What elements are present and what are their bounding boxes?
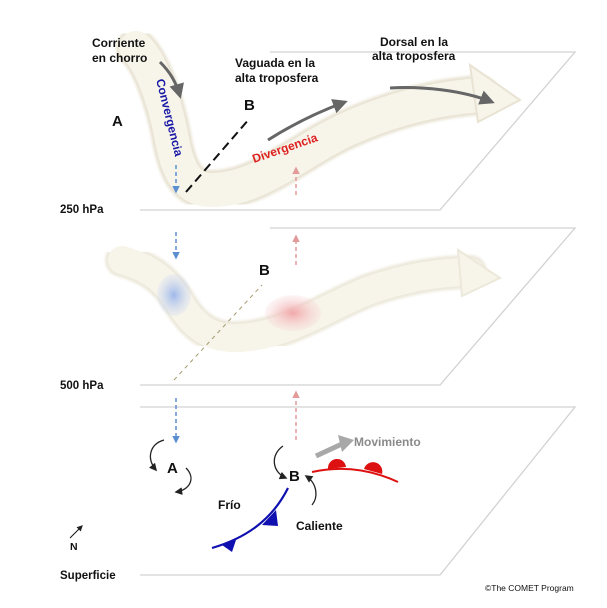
low-pressure-upper-label: B xyxy=(244,97,255,114)
cold-front-barb-2 xyxy=(262,510,278,526)
trough-label-line2: alta troposfera xyxy=(235,71,319,85)
high-circulation-arrow-upper xyxy=(149,439,165,472)
movement-arrow xyxy=(314,440,346,459)
high-pressure-surface-label: A xyxy=(167,460,178,477)
warm-front-bump-2 xyxy=(364,462,383,474)
flow-arrow-3 xyxy=(389,86,495,105)
warm-label: Caliente xyxy=(296,519,343,533)
north-label: N xyxy=(70,541,78,553)
level-label-upper: 250 hPa xyxy=(60,204,104,216)
high-pressure-upper-label: A xyxy=(112,113,123,130)
cold-front-barb-1 xyxy=(222,540,236,552)
ridge-label-line1: Dorsal en la xyxy=(380,35,448,49)
warm-front-bump-1 xyxy=(327,458,346,469)
flow-arrow-1 xyxy=(158,60,184,99)
high-circulation-arrow-lower xyxy=(174,467,192,495)
low-circulation-arrow-left xyxy=(273,445,288,480)
level-label-surface: Superficie xyxy=(60,570,116,582)
convergence-area-mid xyxy=(157,274,191,316)
low-circulation-arrow-right xyxy=(304,475,317,506)
trough-axis-upper xyxy=(185,117,251,193)
jet-stream-label-line1: Corriente xyxy=(92,36,146,50)
flow-arrow-2 xyxy=(267,99,348,142)
movement-arrow-head xyxy=(338,435,354,452)
cold-label: Frío xyxy=(218,498,241,512)
surface-plane xyxy=(140,406,577,576)
trough-label-line1: Vaguada en la xyxy=(235,56,315,70)
jet-stream-label-line2: en chorro xyxy=(92,51,147,65)
movement-label: Movimiento xyxy=(354,435,421,449)
low-pressure-surface-label: B xyxy=(289,468,300,485)
upper-level-plane xyxy=(140,51,577,211)
upper-jet-stream-band xyxy=(116,28,522,211)
low-pressure-mid-label: B xyxy=(259,262,270,279)
mid-level-plane xyxy=(140,227,577,386)
copyright-label: ©The COMET Program xyxy=(485,583,574,593)
ridge-label-line2: alta troposfera xyxy=(372,49,456,63)
level-label-mid: 500 hPa xyxy=(60,380,104,392)
cold-front-line xyxy=(211,487,289,550)
trough-axis-mid xyxy=(173,284,263,381)
warm-front-line xyxy=(311,467,399,483)
north-arrow xyxy=(69,525,83,539)
divergence-area-mid xyxy=(265,295,321,331)
